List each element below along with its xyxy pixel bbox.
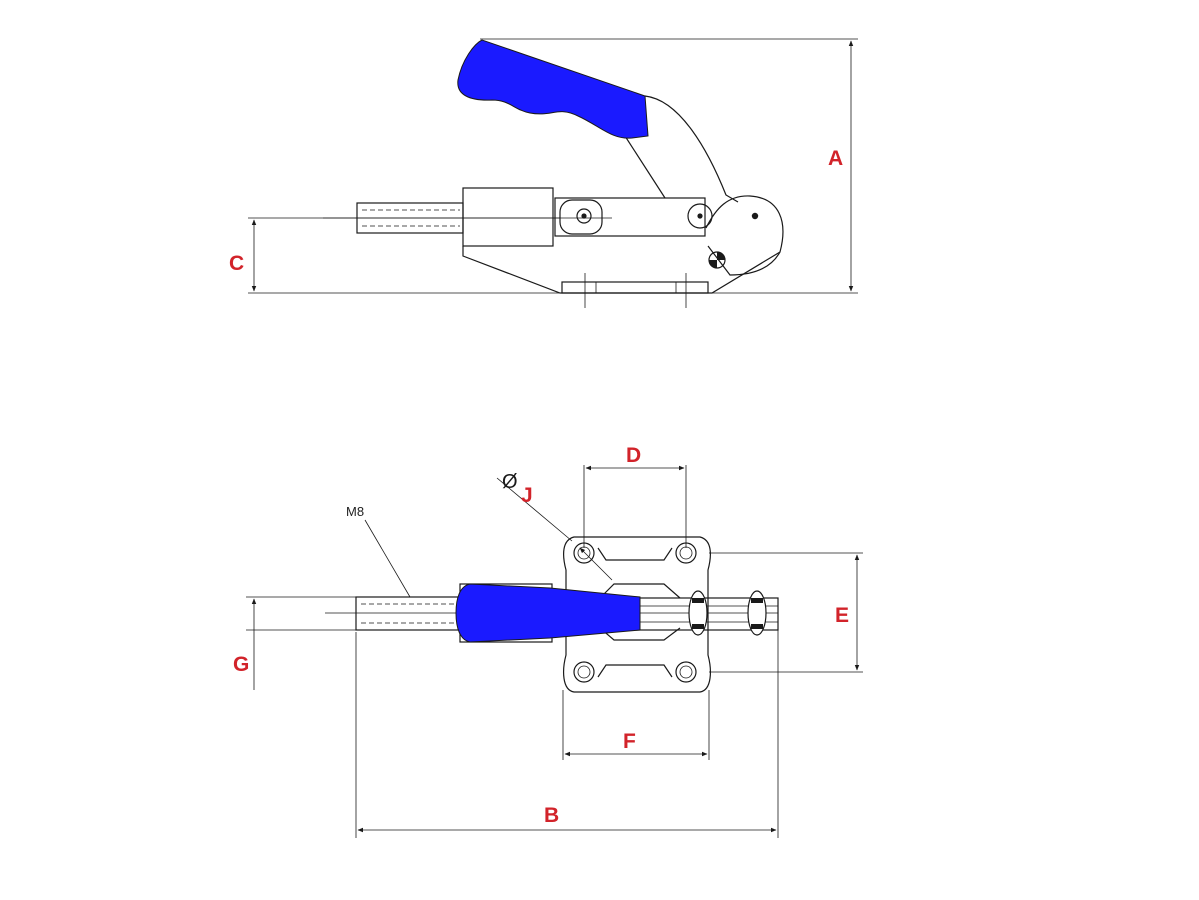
dimension-label-b: B (544, 804, 559, 827)
mount-hole (675, 542, 697, 564)
link-bar (554, 197, 706, 237)
diameter-symbol: Ø (502, 471, 518, 493)
mount-hole (573, 542, 595, 564)
plunger-thread-top (355, 596, 461, 631)
dimension-label-a: A (828, 147, 843, 170)
guide-housing (462, 187, 554, 247)
thread-m8-leader (364, 519, 411, 598)
top-view (246, 465, 863, 838)
diameter-j-leader (496, 477, 573, 542)
mounting-plate (561, 281, 709, 294)
side-view (248, 38, 858, 308)
mount-hole (675, 661, 697, 683)
dimension-label-c: C (229, 252, 244, 275)
dimension-label-j: J (521, 484, 533, 507)
dimension-label-f: F (623, 730, 636, 753)
dimension-label-g: G (233, 653, 249, 676)
thread-label-m8: M8 (346, 504, 364, 519)
handle-grip-top (455, 583, 641, 643)
pivot-bracket (705, 195, 784, 276)
dimension-label-e: E (835, 604, 849, 627)
handle-lever (624, 95, 739, 203)
mount-hole (573, 661, 595, 683)
base-body (462, 246, 781, 294)
base-plate-top (563, 536, 711, 693)
dimension-label-d: D (626, 444, 641, 467)
handle-grip (457, 39, 649, 139)
